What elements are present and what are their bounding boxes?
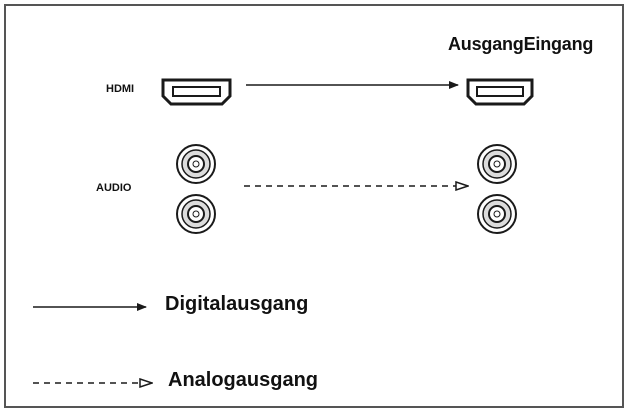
rca-jack-icon bbox=[477, 144, 517, 184]
rca-jack-icon bbox=[477, 194, 517, 234]
rca-jack-icon bbox=[176, 194, 216, 234]
legend-digital-label: Digitalausgang bbox=[165, 293, 309, 315]
hdmi-port-icon bbox=[466, 78, 534, 106]
hdmi-port-icon bbox=[161, 78, 232, 106]
audio-label: AUDIO bbox=[96, 182, 132, 194]
port-title: AusgangEingang bbox=[448, 34, 594, 54]
legend-analog-label: Analogausgang bbox=[168, 369, 319, 391]
diagram-border bbox=[4, 4, 624, 408]
hdmi-label: HDMI bbox=[106, 83, 135, 95]
rca-jack-icon bbox=[176, 144, 216, 184]
